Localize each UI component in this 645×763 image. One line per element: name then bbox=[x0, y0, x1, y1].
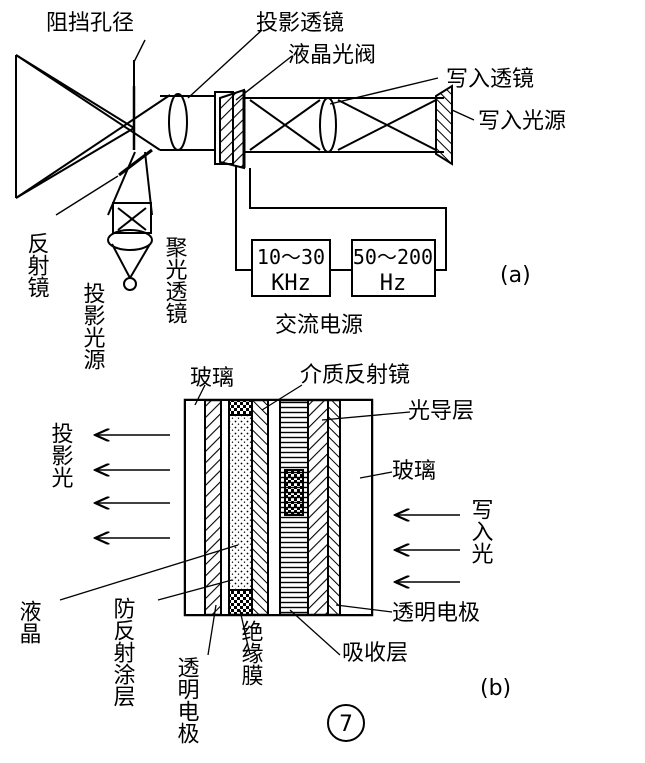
label-ac-power: 交流电源 bbox=[275, 313, 363, 338]
layer-glass-left bbox=[184, 399, 206, 616]
layer-electrode-right bbox=[307, 399, 329, 616]
layer-electrode-left bbox=[204, 399, 222, 616]
panel-a-labels: 阻挡孔径 投影透镜 液晶光阀 写入透镜 写入光源 反射镜 投影光源 聚光透镜 1… bbox=[24, 11, 567, 370]
label-absorption-layer: 吸收层 bbox=[342, 641, 408, 666]
panel-b-arrows bbox=[95, 435, 460, 582]
box1-unit: KHz bbox=[271, 271, 311, 296]
panel-b-caption: (b) bbox=[480, 676, 511, 701]
label-glass-right: 玻璃 bbox=[392, 459, 436, 484]
label-write-light: 写入光 bbox=[468, 498, 494, 564]
power-wiring bbox=[235, 165, 447, 271]
spacer-top bbox=[228, 399, 253, 416]
write-lens bbox=[319, 97, 337, 153]
lc-light-valve bbox=[214, 88, 246, 170]
label-liquid-crystal: 液晶 bbox=[16, 600, 42, 644]
panel-a-leaders bbox=[55, 29, 475, 216]
projection-lens bbox=[168, 93, 188, 151]
label-dielectric-mirror: 介质反射镜 bbox=[300, 363, 410, 388]
label-mirror: 反射镜 bbox=[24, 232, 50, 298]
label-photoconductor: 光导层 bbox=[408, 399, 474, 424]
label-write-light-source: 写入光源 bbox=[478, 109, 566, 134]
box1-freq-range: 10～30 bbox=[257, 245, 325, 269]
condenser-lens-assembly bbox=[107, 151, 153, 291]
label-write-lens: 写入透镜 bbox=[446, 67, 534, 92]
label-glass-left: 玻璃 bbox=[190, 366, 234, 391]
panel-a-caption: (a) bbox=[500, 263, 531, 288]
frequency-box-khz bbox=[251, 239, 331, 297]
label-projection-light: 投影光 bbox=[48, 422, 74, 488]
label-transparent-electrode-right: 透明电极 bbox=[392, 601, 480, 626]
write-beam bbox=[244, 97, 444, 153]
panel-a-optical-system bbox=[15, 54, 453, 297]
frequency-box-hz bbox=[351, 239, 436, 297]
label-condenser-lens: 聚光透镜 bbox=[162, 236, 188, 324]
box2-unit: Hz bbox=[380, 271, 407, 296]
label-projection-lens: 投影透镜 bbox=[256, 11, 344, 36]
box2-freq-range: 50～200 bbox=[353, 245, 433, 269]
panel-b-leaders bbox=[59, 384, 411, 656]
layer-dielectric-mirror bbox=[251, 399, 269, 616]
label-transparent-electrode-left: 透明电极 bbox=[174, 656, 200, 744]
label-anti-reflection-coating: 防反射涂层 bbox=[110, 597, 136, 707]
label-aperture-stop: 阻挡孔径 bbox=[46, 11, 134, 36]
layer-liquid-crystal bbox=[228, 414, 253, 591]
label-lc-light-valve: 液晶光阀 bbox=[288, 43, 376, 68]
panel-b-lc-light-valve-structure bbox=[183, 398, 374, 617]
layer-glass-right bbox=[339, 399, 373, 616]
reflection-mirror bbox=[118, 148, 153, 177]
figure-number: 7 bbox=[339, 712, 353, 737]
layer-absorption bbox=[267, 399, 281, 616]
projection-light-source-lamp bbox=[123, 277, 137, 291]
write-light-source bbox=[435, 84, 453, 166]
label-insulating-film: 绝缘膜 bbox=[238, 620, 264, 686]
figure-number-badge: 7 bbox=[327, 704, 365, 742]
panel-b-labels: 玻璃 介质反射镜 光导层 玻璃 投影光 写入光 液晶 防反射涂层 透明电极 绝缘… bbox=[16, 363, 512, 744]
projection-screen-beam bbox=[15, 54, 171, 199]
label-projection-light-source: 投影光源 bbox=[80, 282, 106, 370]
